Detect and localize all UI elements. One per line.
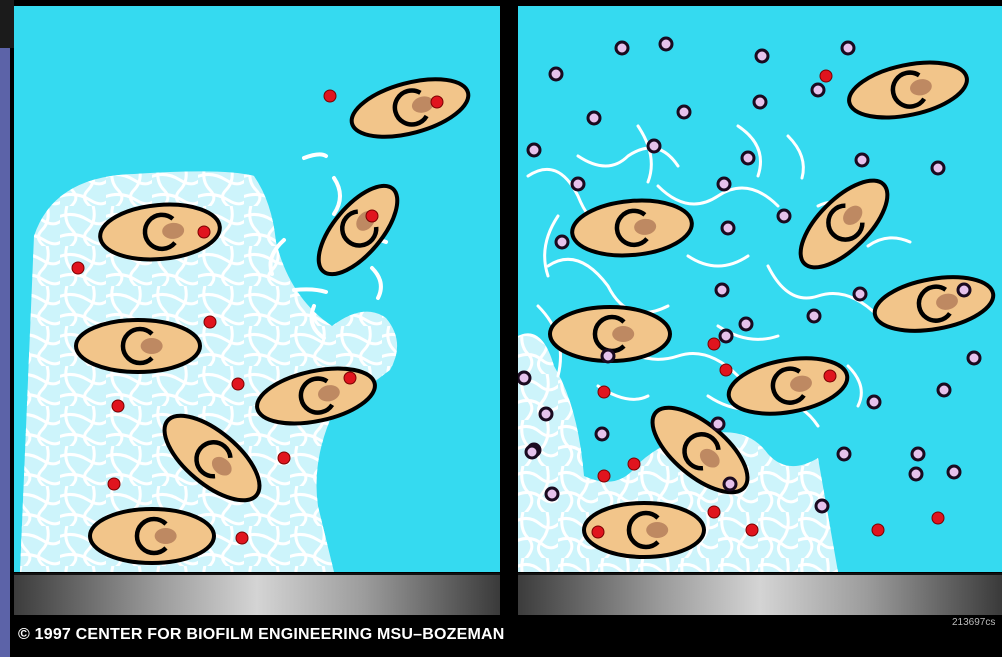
- red-particle: [112, 400, 124, 412]
- lavender-particle: [602, 350, 614, 362]
- nucleoid: [141, 338, 163, 354]
- red-particle: [204, 316, 216, 328]
- red-particle: [431, 96, 443, 108]
- nucleoid: [612, 326, 634, 342]
- lavender-particle: [556, 236, 568, 248]
- lavender-particle: [968, 352, 980, 364]
- lavender-particle: [912, 448, 924, 460]
- lavender-particle: [740, 318, 752, 330]
- bacterial-cell: [305, 173, 411, 287]
- lavender-particle: [938, 384, 950, 396]
- nucleoid: [155, 528, 177, 544]
- lavender-particle: [948, 466, 960, 478]
- red-particle: [72, 262, 84, 274]
- red-particle: [708, 338, 720, 350]
- lavender-particle: [550, 68, 562, 80]
- lavender-particle: [856, 154, 868, 166]
- red-particle: [324, 90, 336, 102]
- lavender-particle: [596, 428, 608, 440]
- lavender-particle: [958, 284, 970, 296]
- lavender-particle: [526, 446, 538, 458]
- lavender-particle: [838, 448, 850, 460]
- red-particle: [236, 532, 248, 544]
- lavender-particle: [868, 396, 880, 408]
- lavender-particle: [842, 42, 854, 54]
- bacterial-cell: [76, 320, 200, 372]
- lavender-particle: [648, 140, 660, 152]
- lavender-particle: [854, 288, 866, 300]
- red-particle: [198, 226, 210, 238]
- loose-fibers: [528, 126, 910, 426]
- lavender-particle: [528, 144, 540, 156]
- lavender-particle: [778, 210, 790, 222]
- lavender-particle: [546, 488, 558, 500]
- red-particle: [366, 210, 378, 222]
- bacterial-cell: [787, 167, 902, 282]
- bacterial-cell: [724, 350, 851, 422]
- lavender-particle: [572, 178, 584, 190]
- lavender-particle: [724, 478, 736, 490]
- lavender-particle: [588, 112, 600, 124]
- lavender-particle: [712, 418, 724, 430]
- lavender-particle: [720, 330, 732, 342]
- lavender-particle: [660, 38, 672, 50]
- lavender-particle: [716, 284, 728, 296]
- red-particle: [824, 370, 836, 382]
- red-particle: [932, 512, 944, 524]
- nucleoid: [646, 522, 668, 538]
- bacterial-cell: [871, 269, 998, 339]
- lavender-particle: [518, 372, 530, 384]
- red-particle: [598, 470, 610, 482]
- lavender-particle: [816, 500, 828, 512]
- lavender-particle: [718, 178, 730, 190]
- lavender-particle: [932, 162, 944, 174]
- red-particle: [720, 364, 732, 376]
- left-panel: [14, 6, 500, 572]
- lavender-particle: [754, 96, 766, 108]
- substratum-right: [518, 573, 1002, 615]
- lavender-particle: [742, 152, 754, 164]
- red-particle: [628, 458, 640, 470]
- left-edge-strip: [0, 0, 10, 657]
- copyright-text: © 1997 CENTER FOR BIOFILM ENGINEERING MS…: [18, 626, 505, 644]
- red-particle: [108, 478, 120, 490]
- red-particle: [344, 372, 356, 384]
- lavender-particle: [910, 468, 922, 480]
- lavender-particle: [812, 84, 824, 96]
- bacterial-cell: [844, 53, 972, 127]
- lavender-particle: [722, 222, 734, 234]
- bacterial-cell: [570, 196, 694, 260]
- bacterial-cell: [346, 68, 475, 147]
- red-particle: [820, 70, 832, 82]
- red-particle: [598, 386, 610, 398]
- right-panel: [518, 6, 1002, 572]
- red-particle: [592, 526, 604, 538]
- lavender-particle: [616, 42, 628, 54]
- red-particle: [232, 378, 244, 390]
- figure-id: 213697cs: [952, 617, 995, 628]
- red-particle: [872, 524, 884, 536]
- lavender-particle: [540, 408, 552, 420]
- bacterial-cell: [90, 509, 214, 563]
- substratum-left: [14, 573, 500, 615]
- lavender-particle: [678, 106, 690, 118]
- red-particle: [746, 524, 758, 536]
- lavender-particle: [756, 50, 768, 62]
- red-particle: [278, 452, 290, 464]
- left-edge-dark-block: [0, 0, 14, 48]
- lavender-particle: [808, 310, 820, 322]
- red-particle: [708, 506, 720, 518]
